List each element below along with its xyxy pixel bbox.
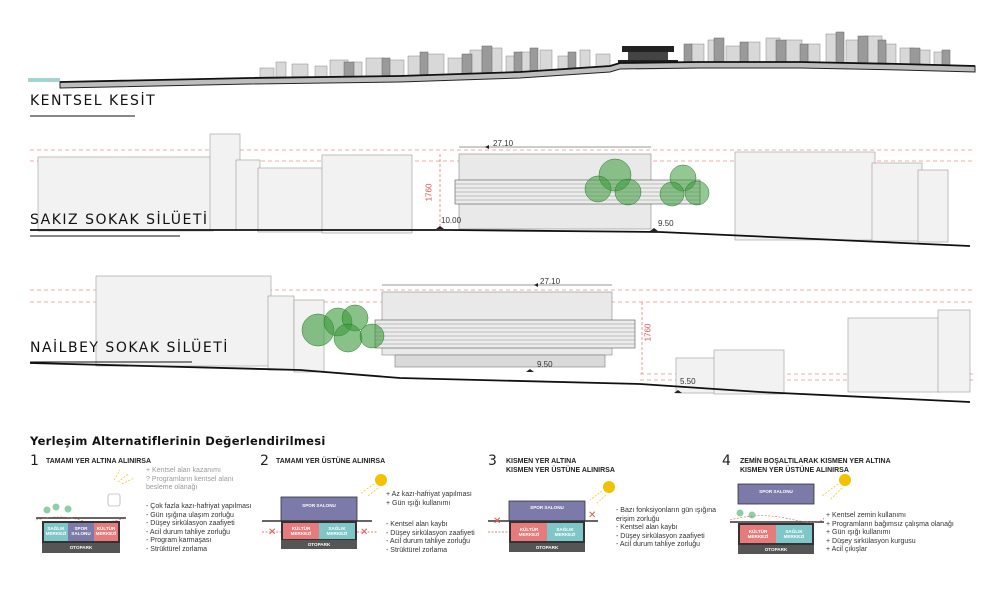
alt1-note-muted: besleme olanağı <box>146 484 198 492</box>
alt3-block-label: KÜLTÜR MERKEZİ <box>518 527 540 538</box>
alt3-note: - Kentsel alan kaybı <box>616 524 678 532</box>
alt4-block-label: SPOR SALONU <box>759 489 793 494</box>
urban-section-skyline <box>28 31 976 89</box>
alt4-note: + Acil çıkışlar <box>826 546 868 554</box>
alt1-notes-muted: + Kentsel alan kazanımı ? Programların k… <box>146 467 234 493</box>
sakiz-silhouette-drawing <box>30 133 975 247</box>
alt3-diagram: ✕ ✕ <box>488 481 615 552</box>
alt4-title-line2: KISMEN YER ÜSTÜNE ALINIRSA <box>740 467 849 474</box>
alt1-note: - Acil durum tahliye zorluğu <box>146 528 231 536</box>
alt1-number: 1 <box>30 453 39 469</box>
nailbey-right-level: 5.50 <box>680 377 696 386</box>
alt2-note-plus: + Az kazı-hafriyat yapılması <box>386 491 472 498</box>
alt3-number: 3 <box>488 453 497 469</box>
evaluation-title: Yerleşim Alternatiflerinin Değerlendiril… <box>30 434 326 448</box>
svg-text:✕: ✕ <box>493 516 501 527</box>
project-building-urban <box>618 46 678 64</box>
alt4-note: + Gün ışığı kullanımı <box>826 529 891 537</box>
alt4-note: + Programların bağımsız çalışma olanağı <box>826 520 954 528</box>
alt4-diagram <box>729 474 851 554</box>
alt1-note: - Program karmaşası <box>146 537 212 545</box>
alt1-note-muted: ? Programların kentsel alanı <box>146 475 234 483</box>
water <box>28 78 60 82</box>
alt2-note: - Düşey sirkülasyon zaafiyeti <box>386 529 475 537</box>
sakiz-height-dimension: 1760 <box>424 183 434 202</box>
alt1-diagram <box>35 469 135 553</box>
alt3-block-label: SAĞLIK MERKEZİ <box>554 527 576 538</box>
alt1-title: TAMAMI YER ALTINA ALINIRSA <box>46 458 151 465</box>
alt2-block-label: SAĞLIK MERKEZİ <box>326 526 348 537</box>
alt4-note: + Düşey sirkülasyon kurgusu <box>826 537 916 545</box>
sakiz-right-level: 9.50 <box>658 219 674 228</box>
alt3-note: erişim zorluğu <box>616 515 660 523</box>
nailbey-width-dimension: 27.10 <box>540 277 561 286</box>
alt3-title-line1: KISMEN YER ALTINA <box>506 458 577 465</box>
alt3-note: - Düşey sirkülasyon zaafiyeti <box>616 532 705 540</box>
alt2-note-plus: + Gün ışığı kullanımı <box>386 499 451 507</box>
nailbey-silhouette-title: NAİLBEY SOKAK SİLÜETİ <box>30 340 229 356</box>
nailbey-silhouette-drawing <box>29 275 975 403</box>
nailbey-bottom-level: 9.50 <box>537 360 553 369</box>
alt3-note: - Acil durum tahliye zorluğu <box>616 541 701 549</box>
alt4-notes: + Kentsel zemin kullanımı + Programların… <box>826 512 954 555</box>
alt1-note: - Gün ışığına ulaşım zorluğu <box>146 511 234 519</box>
alt3-title-line2: KISMEN YER ÜSTÜNE ALINIRSA <box>506 467 615 474</box>
alt2-note: - Acil durum tahliye zorluğu <box>386 538 471 546</box>
alt1-note: - Düşey sirkülasyon zaafiyeti <box>146 520 235 528</box>
alt1-block-label: KÜLTÜR MERKEZİ <box>95 526 117 537</box>
alt2-block-label: KÜLTÜR MERKEZİ <box>290 526 312 537</box>
alt3-note: - Bazı fonksiyonların gün ışığına <box>616 507 716 514</box>
alt4-block-label: SAĞLIK MERKEZİ <box>783 529 805 540</box>
alt4-note: + Kentsel zemin kullanımı <box>826 512 906 519</box>
alt2-base-label: OTOPARK <box>307 542 331 547</box>
alt2-notes-plus: + Az kazı-hafriyat yapılması + Gün ışığı… <box>386 491 472 508</box>
alt1-notes: - Çok fazla kazı-hafriyat yapılması - Gü… <box>146 503 251 555</box>
alt2-block-label: SPOR SALONU <box>302 503 336 508</box>
alt3-notes: - Bazı fonksiyonların gün ışığına erişim… <box>616 507 716 550</box>
sakiz-left-level: 10.00 <box>441 216 462 225</box>
alt2-diagram: ✕ ✕ <box>262 474 387 549</box>
svg-text:✕: ✕ <box>588 510 596 521</box>
alt4-base-label: OTOPARK <box>764 547 788 552</box>
alt1-block-label: SAĞLIK MERKEZİ <box>45 526 67 537</box>
svg-text:✕: ✕ <box>360 527 368 538</box>
nailbey-height-dimension: 1760 <box>643 323 653 342</box>
alt2-title: TAMAMI YER ÜSTÜNE ALINIRSA <box>276 458 386 465</box>
urban-section-title: KENTSEL KESİT <box>30 93 157 109</box>
alt1-note-muted: + Kentsel alan kazanımı <box>146 467 221 474</box>
sakiz-width-dimension: 27.10 <box>493 139 514 148</box>
alt1-block-label: SPOR SALONU <box>71 526 91 537</box>
alt2-note: - Kentsel alan kaybı <box>386 521 448 528</box>
alt2-note: - Strüktürel zorlama <box>386 546 448 554</box>
alt3-block-label: SPOR SALONU <box>530 505 564 510</box>
alt1-base-label: OTOPARK <box>69 545 93 550</box>
svg-text:✕: ✕ <box>268 527 276 538</box>
alt4-title-line1: ZEMİN BOŞALTILARAK KISMEN YER ALTINA <box>740 458 891 465</box>
alt1-note: - Çok fazla kazı-hafriyat yapılması <box>146 503 252 510</box>
alt3-base-label: OTOPARK <box>535 545 559 550</box>
sakiz-silhouette-title: SAKIZ SOKAK SİLÜETİ <box>30 212 209 228</box>
alt1-note: - Strüktürel zorlama <box>146 545 208 553</box>
alt2-notes: - Kentsel alan kaybı - Düşey sirkülasyon… <box>386 521 475 555</box>
alt4-number: 4 <box>722 453 731 469</box>
alt4-block-label: KÜLTÜR MERKEZİ <box>747 529 769 540</box>
alt2-number: 2 <box>260 453 269 469</box>
